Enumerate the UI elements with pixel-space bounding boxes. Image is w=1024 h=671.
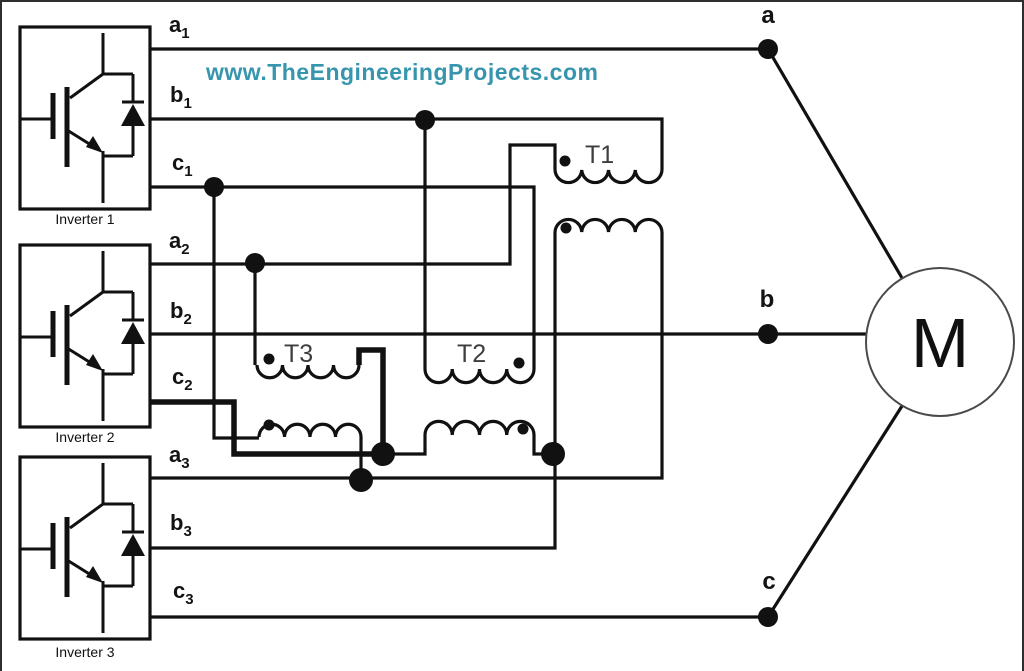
label-phase-b: b [759,286,775,313]
t1-secondary-winding [553,217,664,233]
junction-dot [371,442,395,466]
label-a2: a2 [169,228,190,258]
label-t2: T2 [457,340,487,368]
phase-b-terminal-dot [758,324,778,344]
t1-primary-winding [553,169,664,185]
transformer-windings [255,169,664,438]
t1-secondary-dot [560,222,572,234]
t2-secondary-winding [423,419,536,436]
caption-inverter-1: Inverter 1 [55,211,115,227]
caption-inverter-3: Inverter 3 [55,644,115,660]
label-t3: T3 [284,340,314,368]
wire-c2-thick [150,399,383,457]
t3-secondary-dot [263,419,275,431]
label-c1: c1 [172,150,193,180]
inverter-1-igbt-icon [20,27,150,209]
label-b3: b3 [170,510,192,540]
wire-b3 [150,454,557,550]
label-c3: c3 [173,578,194,608]
label-a3: a3 [169,442,190,472]
junction-dot [245,253,265,273]
wires [150,47,904,619]
t2-secondary-dot [517,423,529,435]
t2-primary-dot [513,357,525,369]
inverter-3-igbt-icon [20,457,150,639]
caption-inverter-2: Inverter 2 [55,429,115,445]
wire-node-to-t2-secondary [383,435,427,456]
wire-t3-primary-to-node [356,347,386,454]
t3-primary-dot [263,353,275,365]
wire-c1 [150,185,536,369]
phase-a-terminal-dot [758,39,778,59]
t3-primary-winding [255,364,361,380]
label-c2: c2 [172,364,193,394]
wire-c1-to-t3-secondary [212,187,259,440]
label-a1: a1 [169,12,190,42]
junction-dot [349,468,373,492]
t2-primary-winding [423,368,536,385]
wire-b1 [150,117,664,170]
motor-label: M [910,304,970,382]
wire-a3 [150,232,664,480]
label-phase-c: c [762,568,776,595]
wire-a2-to-t1-primary [150,143,557,266]
junction-dot [204,177,224,197]
label-b2: b2 [170,298,192,328]
watermark-text: www.TheEngineeringProjects.com [206,59,599,85]
junction-dot [541,442,565,466]
wire-phase-a-to-motor [766,48,904,279]
wire-phase-c-to-motor [766,405,904,618]
label-b1: b1 [170,82,192,112]
junction-dots [204,39,778,627]
polarity-dots [263,155,572,435]
t3-secondary-winding [257,422,363,438]
junction-dot [415,110,435,130]
phase-c-terminal-dot [758,607,778,627]
motor-circle [865,267,1015,417]
label-phase-a: a [761,2,775,29]
label-t1: T1 [585,141,615,169]
t1-primary-dot [559,155,571,167]
inverter-2-igbt-icon [20,245,150,427]
